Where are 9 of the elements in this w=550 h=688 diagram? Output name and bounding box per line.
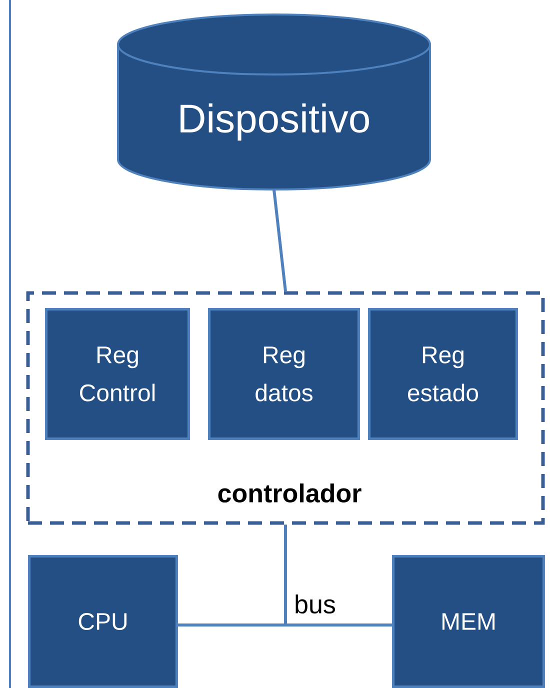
bus-label: bus <box>296 594 336 614</box>
component-box: MEM <box>392 555 545 688</box>
register-box: Reg Control <box>45 308 190 440</box>
register-box: Reg datos <box>208 308 360 440</box>
connector-line <box>284 524 392 626</box>
cylinder: Dispositivo <box>117 14 431 190</box>
register-box: Reg estado <box>368 308 518 440</box>
component-box: CPU <box>28 555 178 688</box>
connector-line <box>272 190 287 292</box>
